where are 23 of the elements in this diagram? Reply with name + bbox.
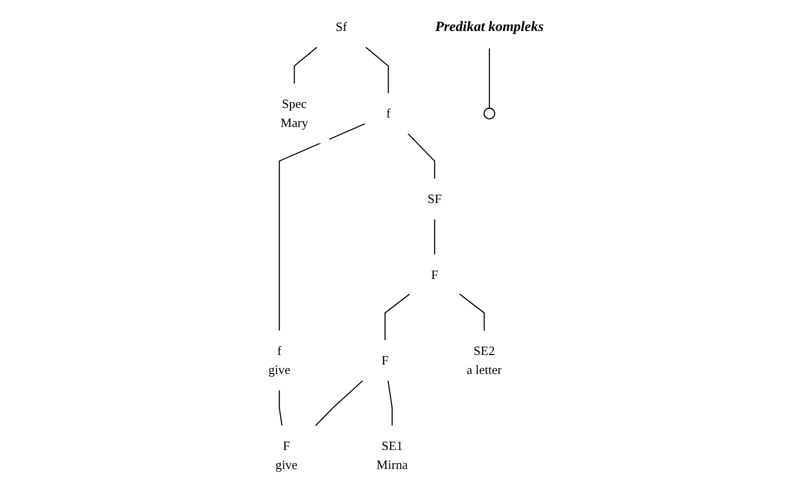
node-text: SE2 a letter (466, 343, 502, 377)
node-text: Spec Mary (280, 96, 308, 130)
node-text: f give (268, 343, 290, 377)
connector (434, 219, 436, 255)
node-text: SE1 Mirna (376, 438, 408, 472)
connector (384, 294, 410, 340)
node-text: f (386, 106, 390, 120)
connector (278, 390, 283, 426)
connector (388, 380, 393, 426)
connector (488, 48, 490, 108)
node-text: Sf (336, 20, 348, 34)
connector (294, 46, 318, 84)
node-text: SF (428, 192, 442, 206)
connector (459, 294, 485, 331)
node-text: F (431, 267, 438, 282)
connector (278, 123, 366, 331)
node-text: F give (275, 438, 298, 472)
connector (315, 380, 364, 426)
node-arc (484, 108, 496, 120)
connector (408, 133, 436, 179)
connector (365, 46, 389, 94)
node-text: Predikat kompleks (435, 19, 544, 35)
node-text: F (382, 352, 389, 368)
